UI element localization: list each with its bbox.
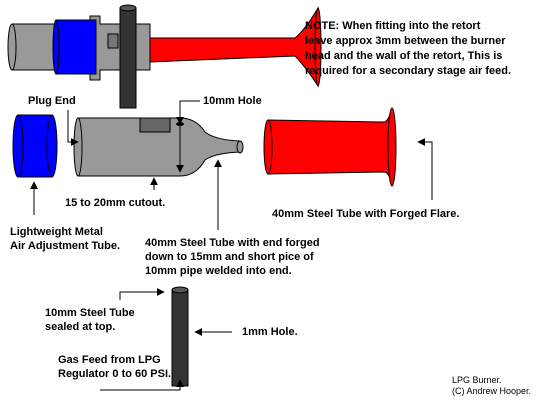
exploded-gray-tube	[73, 117, 244, 177]
forged-line-1: 40mm Steel Tube with end forged	[145, 237, 320, 249]
arrow-10mm-tube	[119, 288, 165, 300]
label-gas-feed: Gas Feed from LPG Regulator 0 to 60 PSI.	[58, 353, 171, 381]
forged-line-3: 10mm pipe welded into end.	[145, 265, 292, 277]
assembled-burner	[7, 4, 322, 109]
forged-line-2: down to 15mm and short pice of	[145, 251, 314, 263]
arrow-flare	[417, 138, 433, 200]
note-line-1: NOTE: When fitting into the retort	[305, 20, 481, 32]
gasfeed-line-2: Regulator 0 to 60 PSI.	[58, 368, 172, 380]
fitting-note: NOTE: When fitting into the retort leave…	[305, 19, 511, 79]
assembled-dark-pipe	[119, 7, 137, 109]
adjustment-line-1: Lightweight Metal	[10, 226, 103, 238]
label-plug-end: Plug End	[28, 95, 76, 107]
tube10-line-2: sealed at top.	[45, 321, 116, 333]
note-line-3: head and the wall of the retort, This is	[305, 50, 503, 62]
note-line-2: leave approx 3mm between the burner	[305, 35, 506, 47]
label-10mm-hole: 10mm Hole	[203, 95, 262, 107]
exploded-blue-tube	[12, 114, 58, 178]
label-adjustment-tube: Lightweight Metal Air Adjustment Tube.	[10, 225, 120, 253]
label-steel-tube-10: 10mm Steel Tube sealed at top.	[45, 306, 135, 334]
leader-lines	[30, 100, 433, 391]
note-line-4: required for a secondary stage air feed.	[305, 65, 512, 77]
label-steel-tube-40: 40mm Steel Tube with Forged Flare.	[272, 208, 460, 220]
label-1mm-hole: 1mm Hole.	[242, 326, 298, 338]
assembled-blue-sleeve	[55, 19, 97, 75]
label-cutout: 15 to 20mm cutout.	[65, 197, 166, 209]
tube10-line-1: 10mm Steel Tube	[45, 307, 135, 319]
adjustment-line-2: Air Adjustment Tube.	[10, 240, 120, 252]
credit-line-1: LPG Burner.	[452, 375, 502, 385]
assembled-red-flare	[149, 6, 319, 88]
gas-feed-pipe	[171, 286, 189, 387]
arrow-gas-feed	[100, 379, 184, 391]
gasfeed-line-1: Gas Feed from LPG	[58, 354, 161, 366]
credit-line-2: (C) Andrew Hooper.	[452, 386, 532, 396]
exploded-red-flare	[263, 107, 397, 187]
label-forged-tube: 40mm Steel Tube with end forged down to …	[145, 236, 320, 278]
arrow-plug-end	[67, 110, 79, 146]
credit: LPG Burner. (C) Andrew Hooper.	[452, 375, 531, 397]
